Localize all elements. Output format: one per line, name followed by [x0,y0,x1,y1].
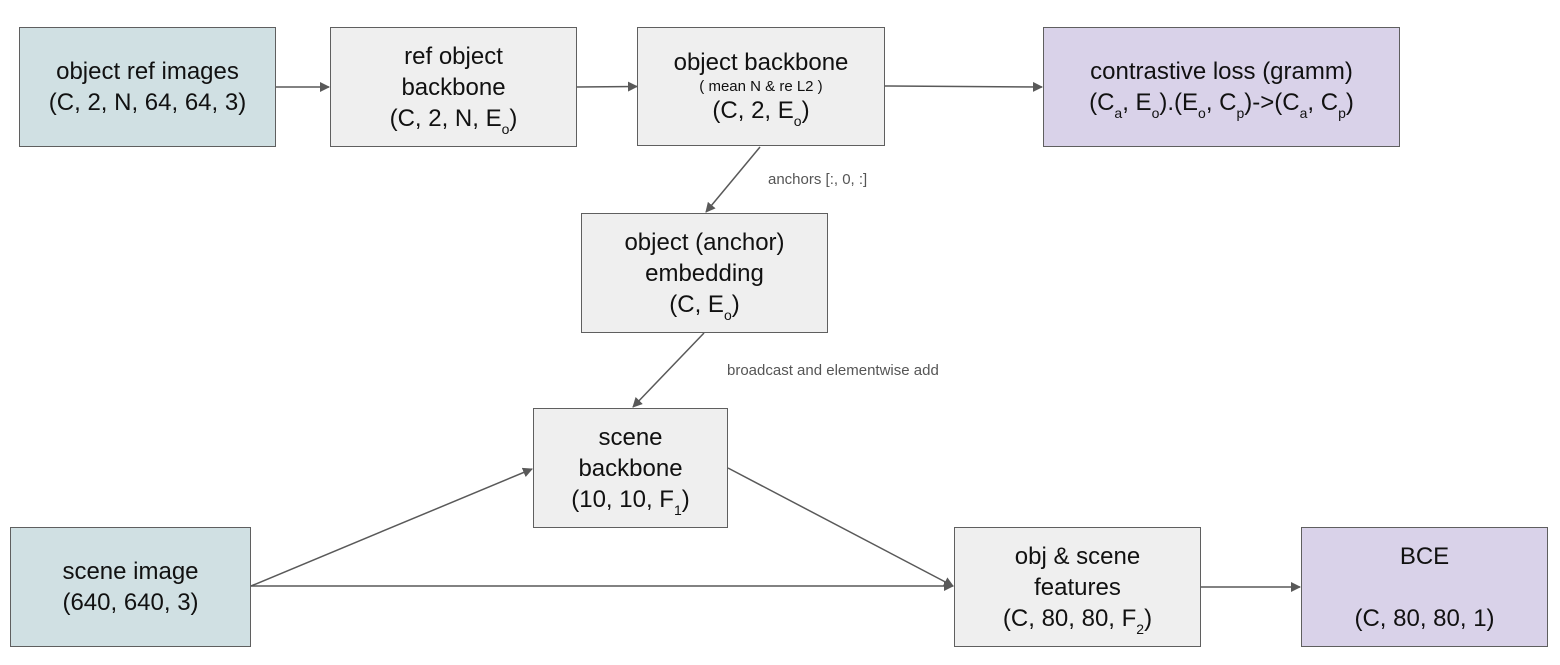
node-title: scene [598,423,663,451]
node-shape: (640, 640, 3) [62,589,199,616]
node-object-anchor-embedding: object (anchor) embedding (C, Eo) [581,213,828,333]
edge-scenebackbone-to-features [727,467,954,587]
node-title: scene image [62,558,199,585]
node-contrastive-loss: contrastive loss (gramm) (Ca, Eo).(Eo, C… [1043,27,1400,147]
edge-objbackbone-to-anchor [705,146,761,213]
node-shape: (C, 2, N, Eo) [389,104,518,137]
node-shape: (C, 80, 80, 1) [1354,604,1495,632]
node-title: backbone [578,454,683,482]
edge-label-broadcast: broadcast and elementwise add [727,362,939,379]
node-title: features [1034,573,1121,601]
node-title: ref object [404,42,503,70]
node-formula: (Ca, Eo).(Eo, Cp)->(Ca, Cp) [1089,89,1354,121]
edge-anchor-to-scenebackbone [632,332,705,408]
node-title: object backbone [673,49,849,76]
node-obj-scene-features: obj & scene features (C, 80, 80, F2) [954,527,1201,647]
node-title: obj & scene [1014,542,1141,570]
node-title: object (anchor) [624,228,785,256]
node-scene-backbone: scene backbone (10, 10, F1) [533,408,728,528]
node-shape: (C, Eo) [669,290,740,323]
node-bce: BCE (C, 80, 80, 1) [1301,527,1548,647]
edge-refbackbone-to-objbackbone [576,81,638,92]
edge-label-anchors: anchors [:, 0, :] [768,171,868,188]
node-shape: (C, 2, N, 64, 64, 3) [48,89,247,116]
node-title: BCE [1399,542,1450,570]
node-shape: (C, 80, 80, F2) [1002,604,1153,637]
node-title: object ref images [56,58,239,85]
node-scene-image: scene image (640, 640, 3) [10,527,251,647]
node-shape: (10, 10, F1) [571,485,690,518]
node-ref-object-backbone: ref object backbone (C, 2, N, Eo) [330,27,577,147]
node-object-ref-images: object ref images (C, 2, N, 64, 64, 3) [19,27,276,147]
edge-sceneimage-to-scenebackbone [250,467,533,587]
node-title: embedding [645,259,764,287]
node-title: backbone [401,73,506,101]
node-object-backbone: object backbone ( mean N & re L2 ) (C, 2… [637,27,885,146]
node-note: ( mean N & re L2 ) [699,78,823,95]
node-shape: (C, 2, Eo) [712,97,810,129]
edge-objbackbone-to-contrastive [884,81,1043,92]
node-title: contrastive loss (gramm) [1090,58,1353,85]
